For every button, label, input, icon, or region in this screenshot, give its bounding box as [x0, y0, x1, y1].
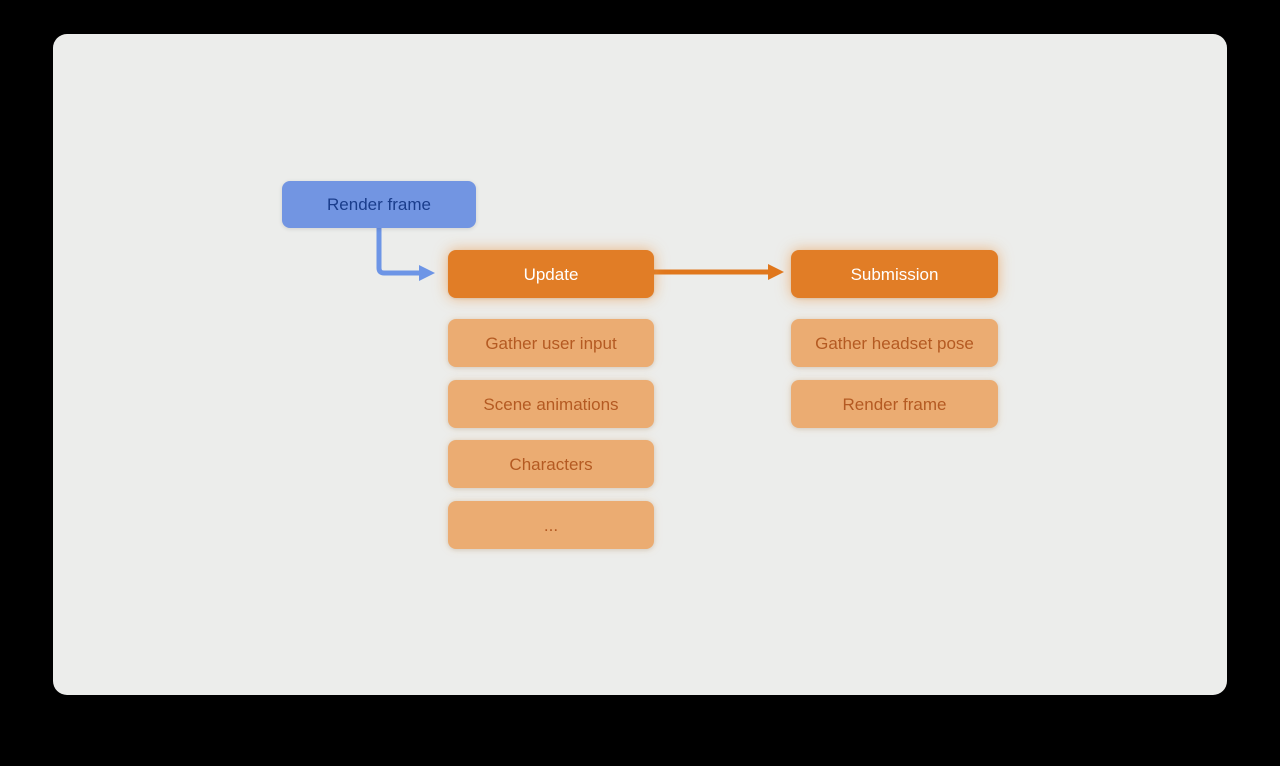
root-to-update-arrow — [376, 228, 435, 281]
node-gather-user-input-label: Gather user input — [485, 333, 617, 353]
node-update-label: Update — [523, 264, 579, 284]
node-ellipsis-label: ... — [543, 515, 559, 535]
node-render-frame-child-label: Render frame — [842, 394, 947, 414]
node-characters: Characters — [448, 440, 654, 488]
node-submission-label: Submission — [850, 264, 939, 284]
node-render-frame-root-label: Render frame — [327, 195, 431, 214]
node-render-frame-child: Render frame — [791, 380, 998, 428]
node-update: Update — [448, 250, 654, 298]
slide-canvas: Render frame Update Submission Gather us… — [53, 34, 1227, 695]
node-gather-headset-pose: Gather headset pose — [791, 319, 998, 367]
node-render-frame-root: Render frame — [282, 181, 476, 228]
update-to-submission-arrow — [654, 264, 784, 280]
node-gather-headset-pose-label: Gather headset pose — [815, 333, 974, 353]
node-ellipsis: ... — [448, 501, 654, 549]
node-scene-animations-label: Scene animations — [483, 394, 619, 414]
node-submission: Submission — [791, 250, 998, 298]
node-scene-animations: Scene animations — [448, 380, 654, 428]
node-characters-label: Characters — [509, 454, 593, 474]
node-gather-user-input: Gather user input — [448, 319, 654, 367]
